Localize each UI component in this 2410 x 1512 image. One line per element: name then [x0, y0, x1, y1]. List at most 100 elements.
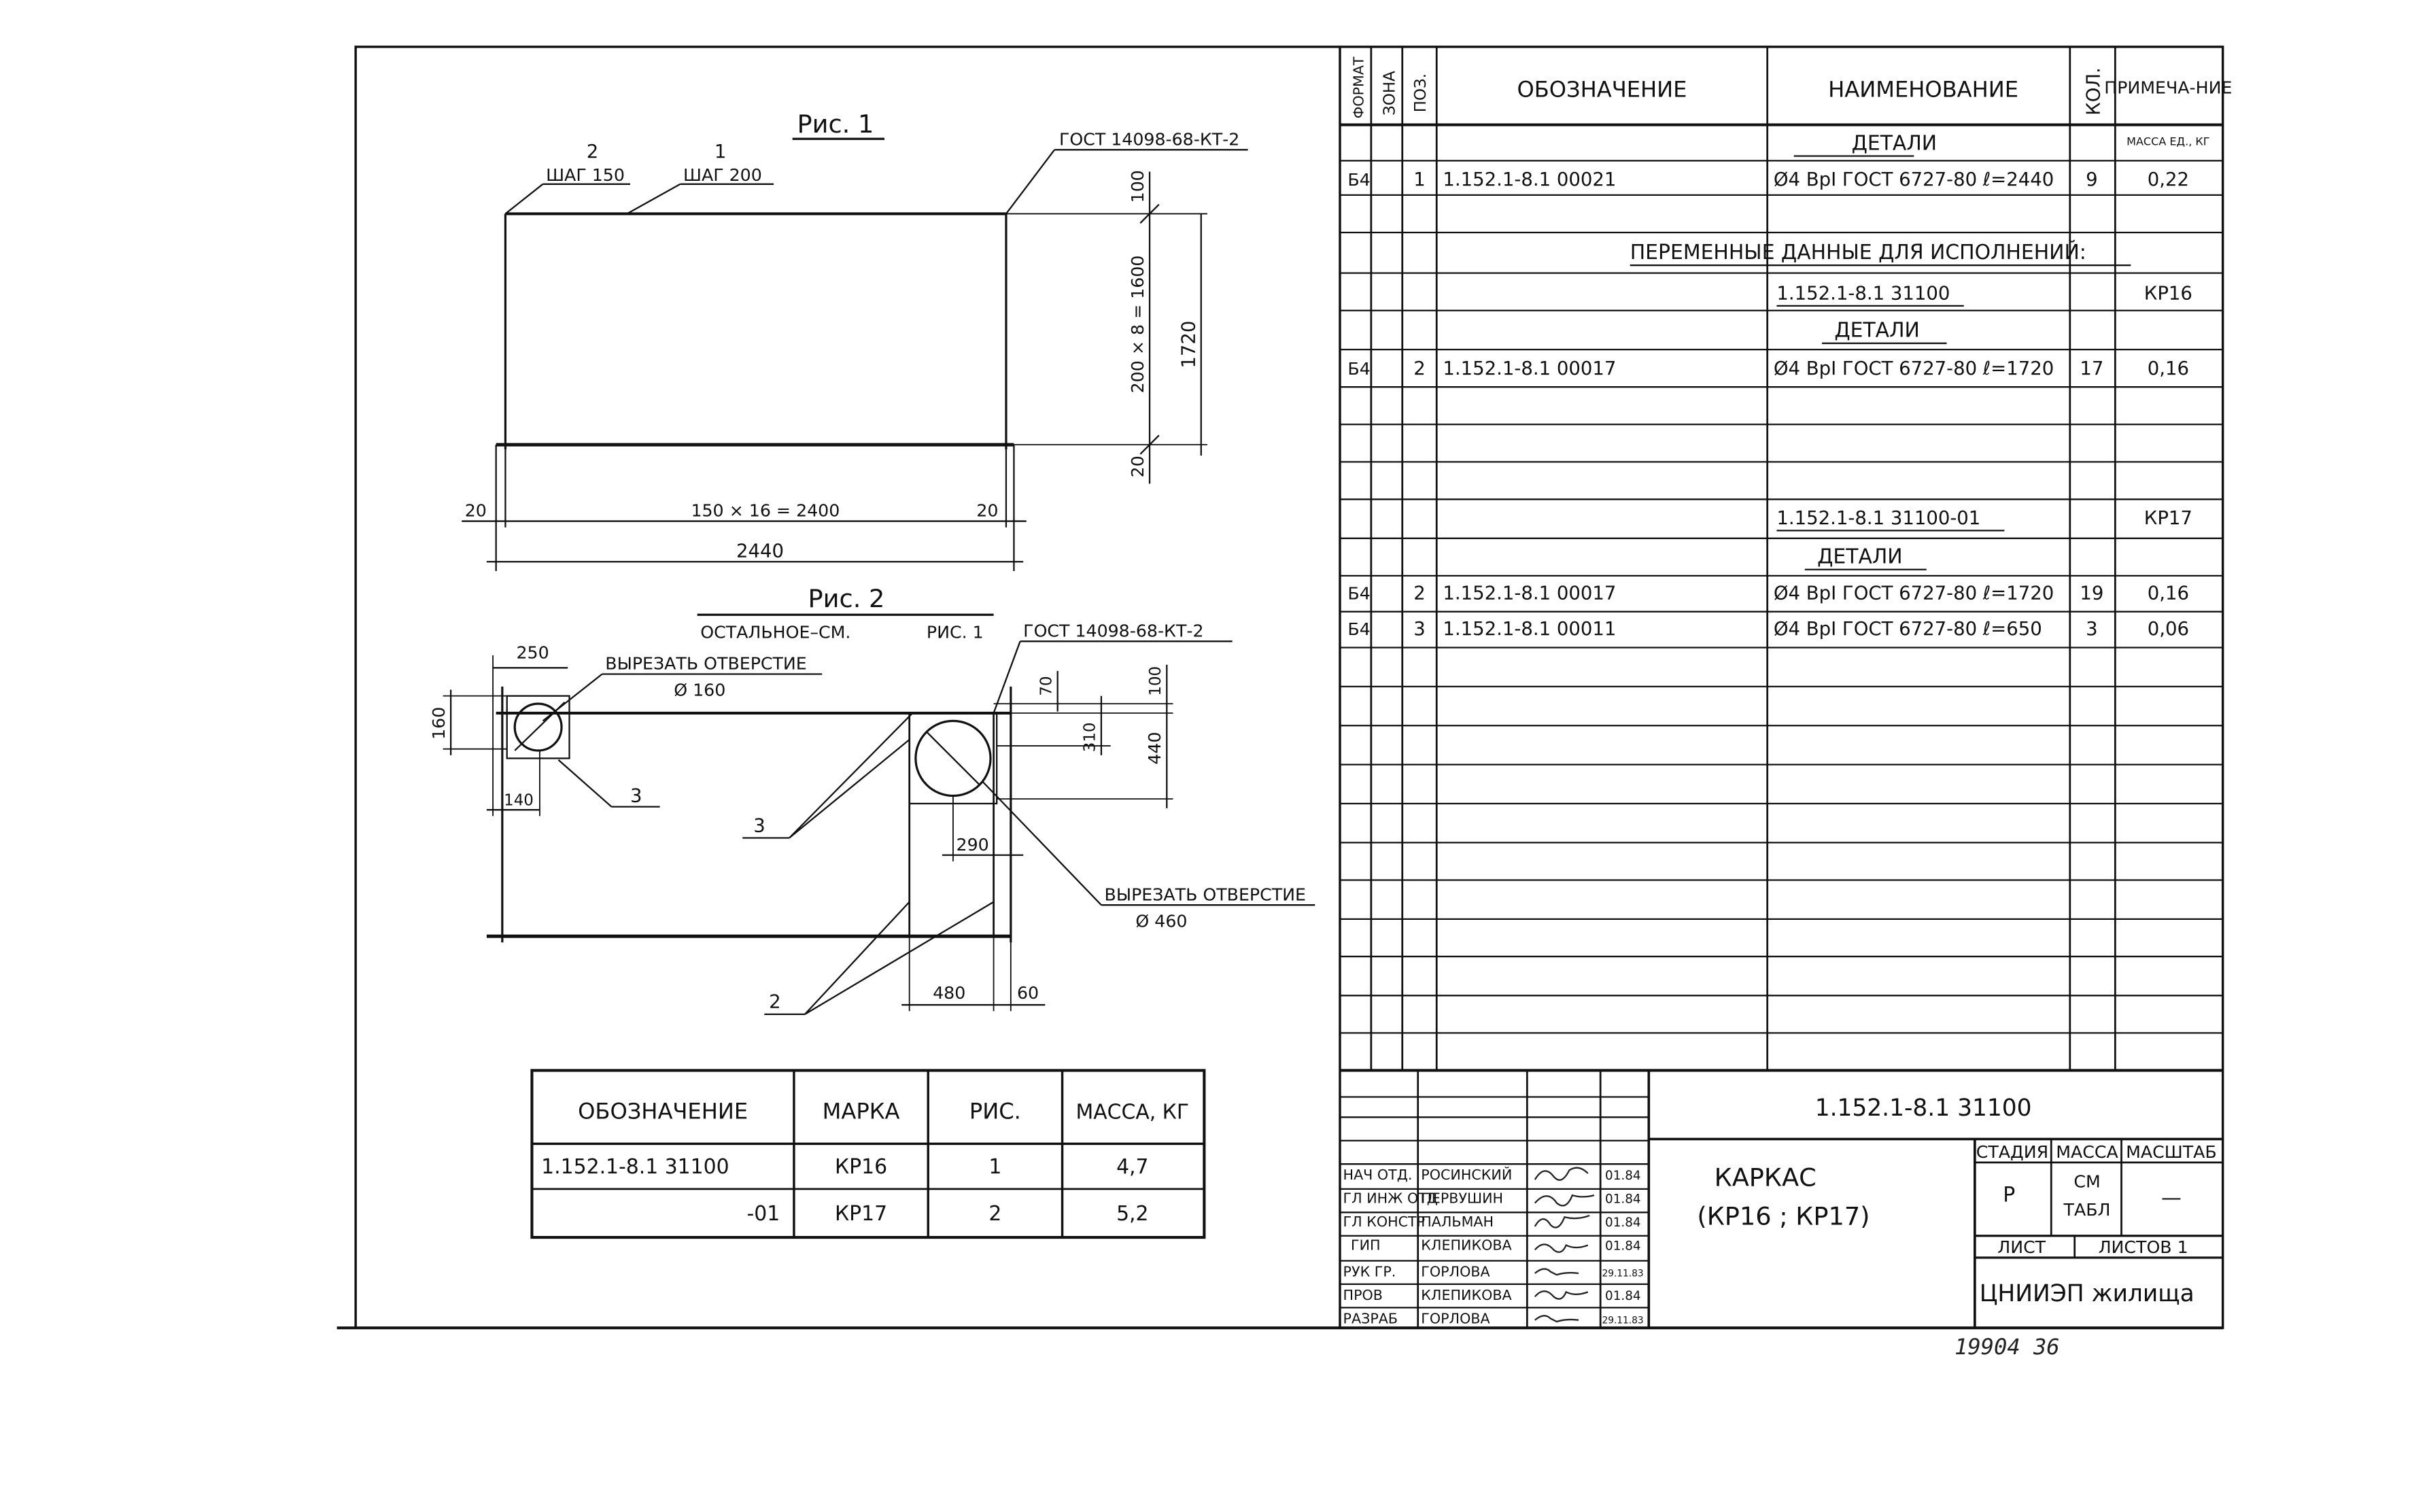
- dim-100: 100: [1128, 170, 1148, 203]
- staff-date-5: 29.11.83: [1602, 1268, 1643, 1279]
- spec-section-details-3: ДЕТАЛИ: [1817, 545, 1903, 569]
- spec-section-details-2: ДЕТАЛИ: [1834, 319, 1920, 343]
- scale-value: —: [2161, 1186, 2182, 1210]
- fig1-frame: [496, 212, 1014, 450]
- staff-name-2: ПЕРВУШИН: [1421, 1190, 1503, 1207]
- mark-row1-mass: 4,7: [1116, 1155, 1148, 1179]
- signature-4: [1534, 1243, 1589, 1253]
- staff-name-4: КЛЕПИКОВА: [1421, 1237, 1511, 1253]
- spec-col-zone: ЗОНА: [1381, 71, 1398, 116]
- fig1-vertical-dimensions: 100 200 × 8 = 1600 1720 20: [1005, 170, 1207, 484]
- spec-section-details-1: ДЕТАЛИ: [1852, 131, 1938, 155]
- scale-label: МАСШТАБ: [2126, 1142, 2217, 1162]
- stage-value: Р: [2003, 1183, 2015, 1207]
- mark-row2-mass: 5,2: [1116, 1202, 1148, 1226]
- row4-variant-mark: КР17: [2144, 507, 2192, 529]
- sheet-label: ЛИСТ: [1997, 1237, 2046, 1257]
- signature-2: [1534, 1194, 1595, 1207]
- mark-row1-designation: 1.152.1-8.1 31100: [541, 1155, 729, 1179]
- fig2-title: Рис. 2: [808, 584, 885, 613]
- doc-code: 1.152.1-8.1 31100: [1815, 1095, 2032, 1122]
- staff-date-3: 01.84: [1605, 1216, 1641, 1230]
- row5-format: Б4: [1347, 583, 1370, 603]
- staff-date-4: 01.84: [1605, 1239, 1641, 1253]
- signatures: [1534, 1167, 1595, 1323]
- fig2-frame: [486, 686, 1012, 943]
- signature-1: [1534, 1167, 1589, 1181]
- row6-qty: 3: [2086, 618, 2098, 640]
- stage-label: СТАДИЯ: [1976, 1142, 2048, 1162]
- ref-3-small: 3: [630, 785, 642, 807]
- staff-date-1: 01.84: [1605, 1169, 1641, 1183]
- dim-150x16: 150 × 16 = 2400: [691, 501, 840, 521]
- organization-name: ЦНИИЭП жилища: [1980, 1280, 2194, 1307]
- bar1-number: 1: [715, 141, 727, 162]
- dim-bottom-20: 20: [1128, 456, 1148, 477]
- dim-310: 310: [1082, 722, 1099, 752]
- signature-7: [1534, 1315, 1579, 1323]
- mark-col-mark: МАРКА: [823, 1099, 900, 1124]
- big-hole-diameter: Ø 460: [1135, 911, 1187, 931]
- spec-row-lines: [1339, 160, 2223, 1034]
- row1-format: Б4: [1347, 170, 1370, 190]
- dim-1720: 1720: [1178, 321, 1200, 368]
- row5-note: 0,16: [2148, 582, 2189, 604]
- sheets-label: ЛИСТОВ 1: [2099, 1237, 2188, 1257]
- dim-440: 440: [1145, 732, 1165, 764]
- specification-table: ФОРМАТ ЗОНА ПОЗ. ОБОЗНАЧЕНИЕ НАИМЕНОВАНИ…: [1339, 46, 2232, 1071]
- row5-name: Ø4 ВрI ГОСТ 6727-80 ℓ=1720: [1774, 582, 2054, 604]
- small-hole-cut-label: ВЫРЕЗАТЬ ОТВЕРСТИЕ: [605, 654, 806, 674]
- fig2-note-left: ОСТАЛЬНОЕ–СМ.: [700, 623, 850, 642]
- row3-designation: 1.152.1-8.1 00017: [1443, 358, 1616, 379]
- mass-value-line1: СМ: [2073, 1172, 2100, 1192]
- dim-160: 160: [429, 707, 449, 740]
- row1-designation: 1.152.1-8.1 00021: [1443, 169, 1616, 190]
- row5-designation: 1.152.1-8.1 00017: [1443, 582, 1616, 604]
- row5-qty: 19: [2080, 582, 2103, 604]
- row6-designation: 1.152.1-8.1 00011: [1443, 618, 1616, 640]
- row1-pos: 1: [1413, 169, 1426, 190]
- fig2-gost-label: ГОСТ 14098-68-КТ-2: [1023, 621, 1203, 640]
- staff-role-1: НАЧ ОТД.: [1343, 1167, 1413, 1183]
- row6-format: Б4: [1347, 619, 1370, 639]
- spec-col-name: НАИМЕНОВАНИЕ: [1828, 76, 2018, 102]
- small-hole-diameter: Ø 160: [674, 681, 725, 700]
- dim-250: 250: [516, 643, 549, 663]
- ref-2: 2: [769, 991, 781, 1013]
- mass-label: МАССА: [2056, 1142, 2118, 1162]
- mark-row2-designation: -01: [747, 1202, 780, 1226]
- figure-2: Рис. 2 ОСТАЛЬНОЕ–СМ. РИС. 1 250 160 140: [429, 584, 1315, 1015]
- mark-row2-fig: 2: [988, 1202, 1001, 1226]
- row3-format: Б4: [1347, 359, 1370, 379]
- bar2-step-label: ШАГ 150: [546, 165, 625, 185]
- dim-2440: 2440: [736, 540, 784, 562]
- row6-name: Ø4 ВрI ГОСТ 6727-80 ℓ=650: [1774, 618, 2042, 640]
- row3-name: Ø4 ВрI ГОСТ 6727-80 ℓ=1720: [1774, 358, 2054, 379]
- staff-name-6: КЛЕПИКОВА: [1421, 1287, 1511, 1303]
- staff-role-2: ГЛ ИНЖ ОТД: [1343, 1190, 1438, 1207]
- signature-5: [1534, 1268, 1579, 1276]
- row6-pos: 3: [1413, 618, 1426, 640]
- spec-col-pos: ПОЗ.: [1412, 73, 1430, 112]
- signature-6: [1534, 1290, 1589, 1300]
- spec-col-note: ПРИМЕЧА-НИЕ: [2104, 78, 2232, 98]
- spec-variable-data: ПЕРЕМЕННЫЕ ДАННЫЕ ДЛЯ ИСПОЛНЕНИЙ:: [1630, 240, 2086, 264]
- staff-name-1: РОСИНСКИЙ: [1421, 1166, 1512, 1183]
- spec-col-format: ФОРМАТ: [1350, 56, 1366, 118]
- doc-title: КАРКАС: [1715, 1163, 1817, 1192]
- staff-role-4: ГИП: [1351, 1237, 1381, 1253]
- row3-pos: 2: [1413, 358, 1426, 379]
- dim-left-20: 20: [465, 501, 487, 521]
- hole-small-160: 250 160 140 ВЫРЕЗАТЬ ОТВЕРСТИЕ Ø 160 3: [429, 643, 823, 817]
- mark-row1-fig: 1: [988, 1155, 1001, 1179]
- staff-name-3: ПАЛЬМАН: [1421, 1214, 1494, 1230]
- fig2-note-right: РИС. 1: [927, 623, 984, 642]
- spec-col-qty: КОЛ.: [2082, 67, 2104, 116]
- small-hole-circle: [513, 702, 563, 752]
- staff-role-3: ГЛ КОНСТР: [1343, 1214, 1426, 1230]
- row2-variant-mark: КР16: [2144, 283, 2192, 305]
- fig1-horizontal-dimensions: 20 150 × 16 = 2400 20 2440: [462, 445, 1027, 572]
- staff-date-7: 29.11.83: [1602, 1315, 1643, 1326]
- mark-col-mass: МАССА, КГ: [1076, 1101, 1190, 1124]
